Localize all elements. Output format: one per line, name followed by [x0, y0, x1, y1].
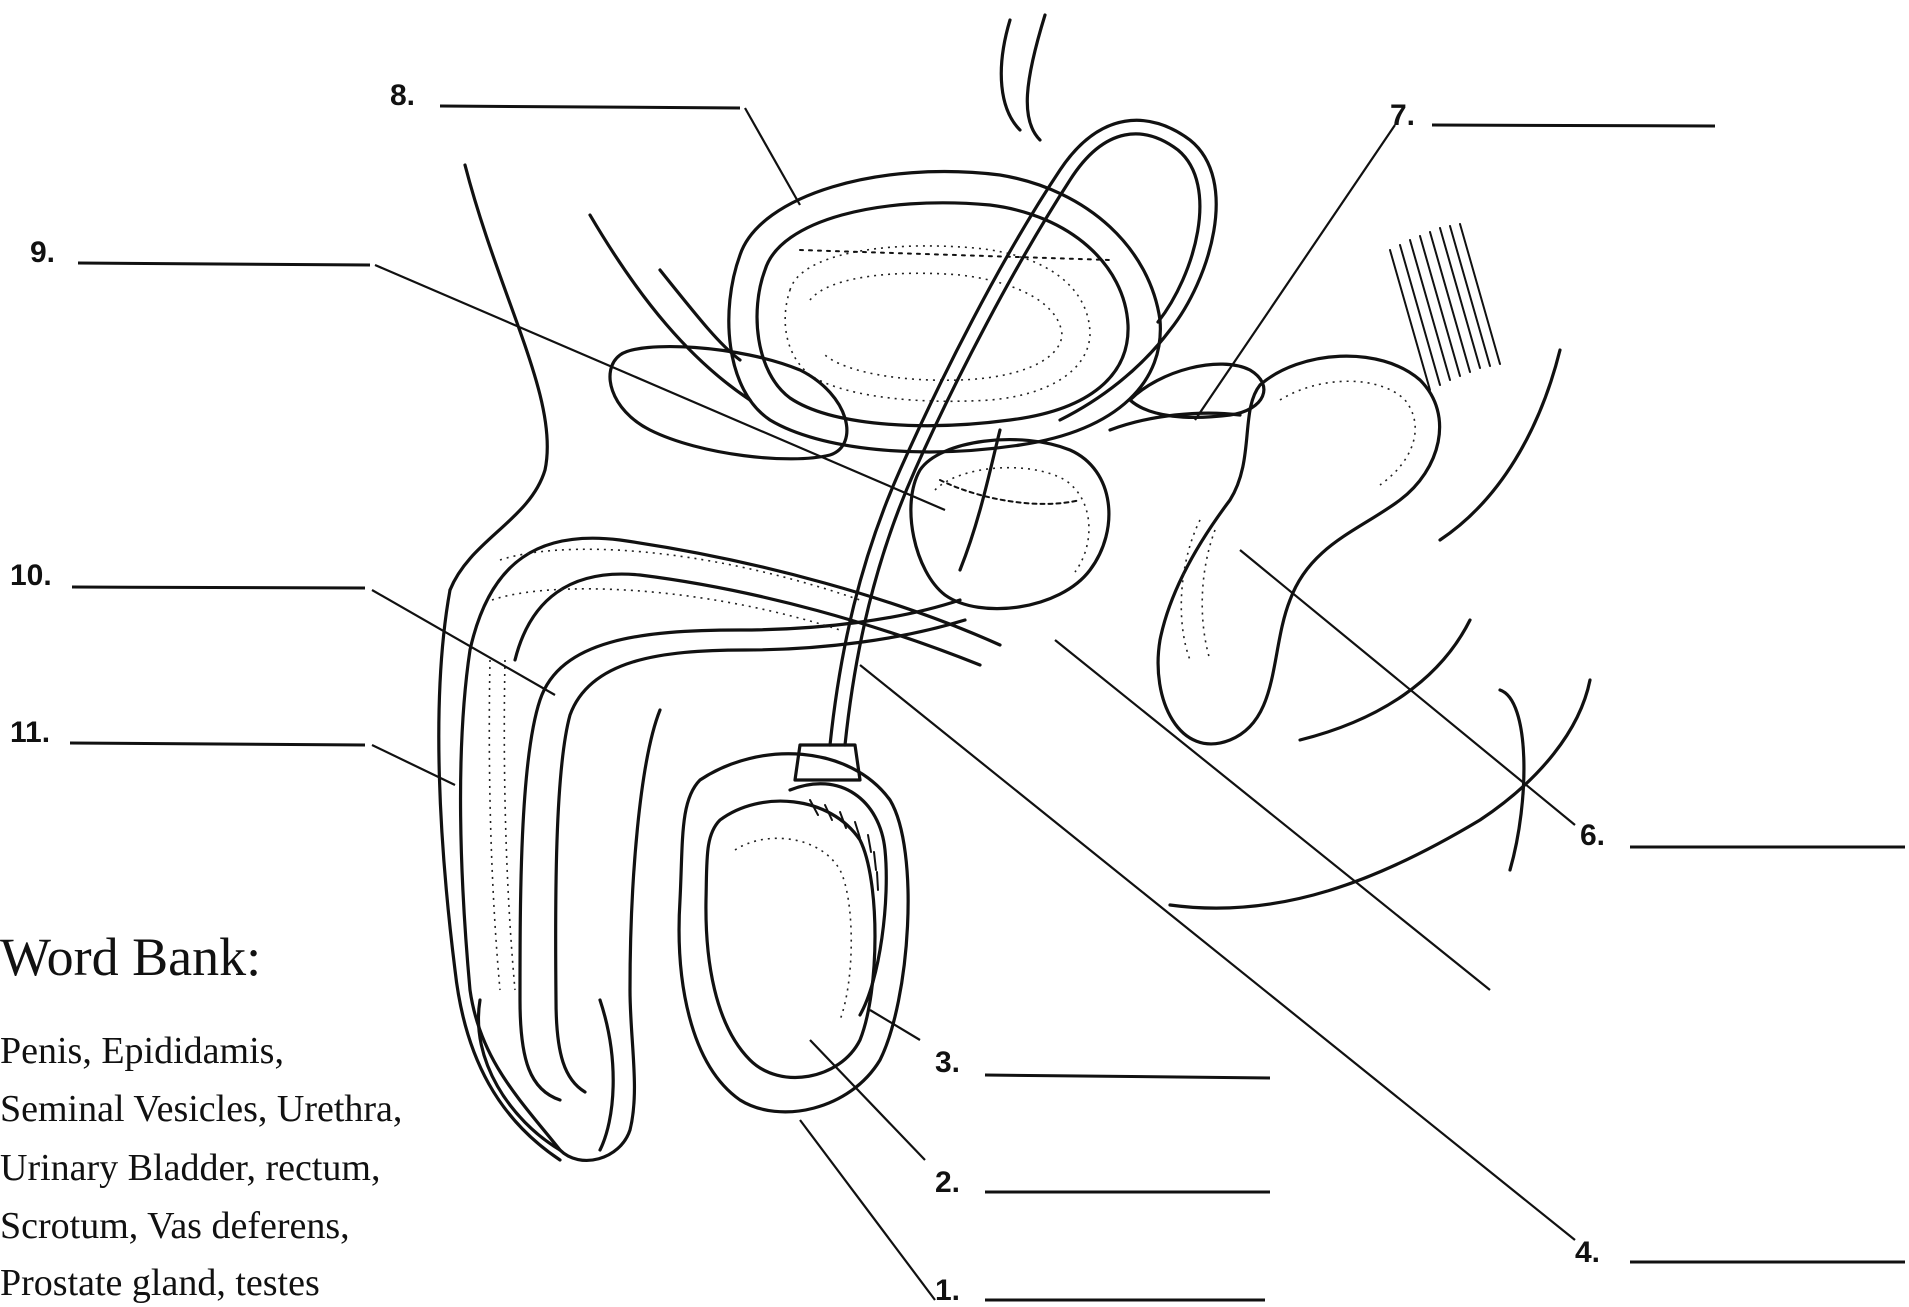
label-11: 11.	[10, 716, 365, 749]
label-2: 2.	[935, 1166, 1270, 1199]
leader-2	[810, 1040, 925, 1160]
label-1: 1.	[935, 1274, 1265, 1307]
prostate-gland	[911, 440, 1109, 609]
label-8: 8.	[390, 79, 740, 112]
testis	[706, 801, 875, 1077]
label-9: 9.	[30, 236, 370, 269]
anatomy-drawing	[439, 15, 1590, 1160]
body-contour	[450, 165, 547, 590]
label-10: 10.	[10, 559, 365, 592]
anal-sphincter	[1390, 224, 1500, 390]
label-number: 6.	[1580, 819, 1605, 852]
word-bank-line: Seminal Vesicles, Urethra,	[0, 1088, 402, 1130]
buttock-curve	[1440, 350, 1560, 540]
label-number: 7.	[1390, 99, 1415, 132]
label-number: 1.	[935, 1274, 960, 1307]
label-6: 6.	[1580, 819, 1905, 852]
buttock-curve-2	[1300, 620, 1470, 740]
label-number: 4.	[1575, 1236, 1600, 1269]
word-bank-line: Scrotum, Vas deferens,	[0, 1205, 350, 1247]
answer-blank[interactable]	[78, 263, 370, 265]
leader-9	[375, 265, 945, 510]
word-bank-title: Word Bank:	[0, 927, 261, 987]
label-3: 3.	[935, 1046, 1270, 1079]
perineum-curve	[1170, 680, 1590, 908]
label-number: 9.	[30, 236, 55, 269]
seminal-vesicle	[1110, 364, 1264, 430]
pubic-symphysis	[610, 347, 847, 459]
answer-blank[interactable]	[72, 587, 365, 588]
word-bank-line: Penis, Epididamis,	[0, 1030, 284, 1072]
answer-blank[interactable]	[1432, 125, 1715, 126]
word-bank-line: Prostate gland, testes	[0, 1262, 320, 1304]
peritoneum-line	[1027, 15, 1045, 140]
answer-blank[interactable]	[985, 1075, 1270, 1078]
label-number: 8.	[390, 79, 415, 112]
leader-lines	[372, 108, 1575, 1300]
leader-1	[800, 1120, 935, 1300]
label-number: 2.	[935, 1166, 960, 1199]
label-number: 11.	[10, 716, 50, 749]
answer-blank[interactable]	[440, 106, 740, 108]
leader-11	[372, 745, 455, 785]
leader-4	[860, 665, 1575, 1240]
peritoneum-line-2	[1001, 20, 1020, 130]
leader-5	[1055, 640, 1490, 990]
spermatic-cord-cap	[795, 745, 860, 780]
answer-blank[interactable]	[70, 743, 365, 745]
leader-7	[1195, 125, 1395, 420]
word-bank-line: Urinary Bladder, rectum,	[0, 1147, 380, 1189]
label-4: 4.	[1575, 1236, 1905, 1269]
word-bank: Word Bank: Penis, Epididamis, Seminal Ve…	[0, 927, 402, 1304]
leader-8	[745, 108, 800, 205]
leader-6	[1240, 550, 1575, 825]
label-7: 7.	[1390, 99, 1715, 132]
label-number: 3.	[935, 1046, 960, 1079]
leader-10	[372, 590, 555, 695]
label-number: 10.	[10, 559, 52, 592]
abdominal-wall	[590, 215, 750, 400]
penis-skin	[439, 590, 560, 1160]
urethra	[520, 600, 965, 1100]
